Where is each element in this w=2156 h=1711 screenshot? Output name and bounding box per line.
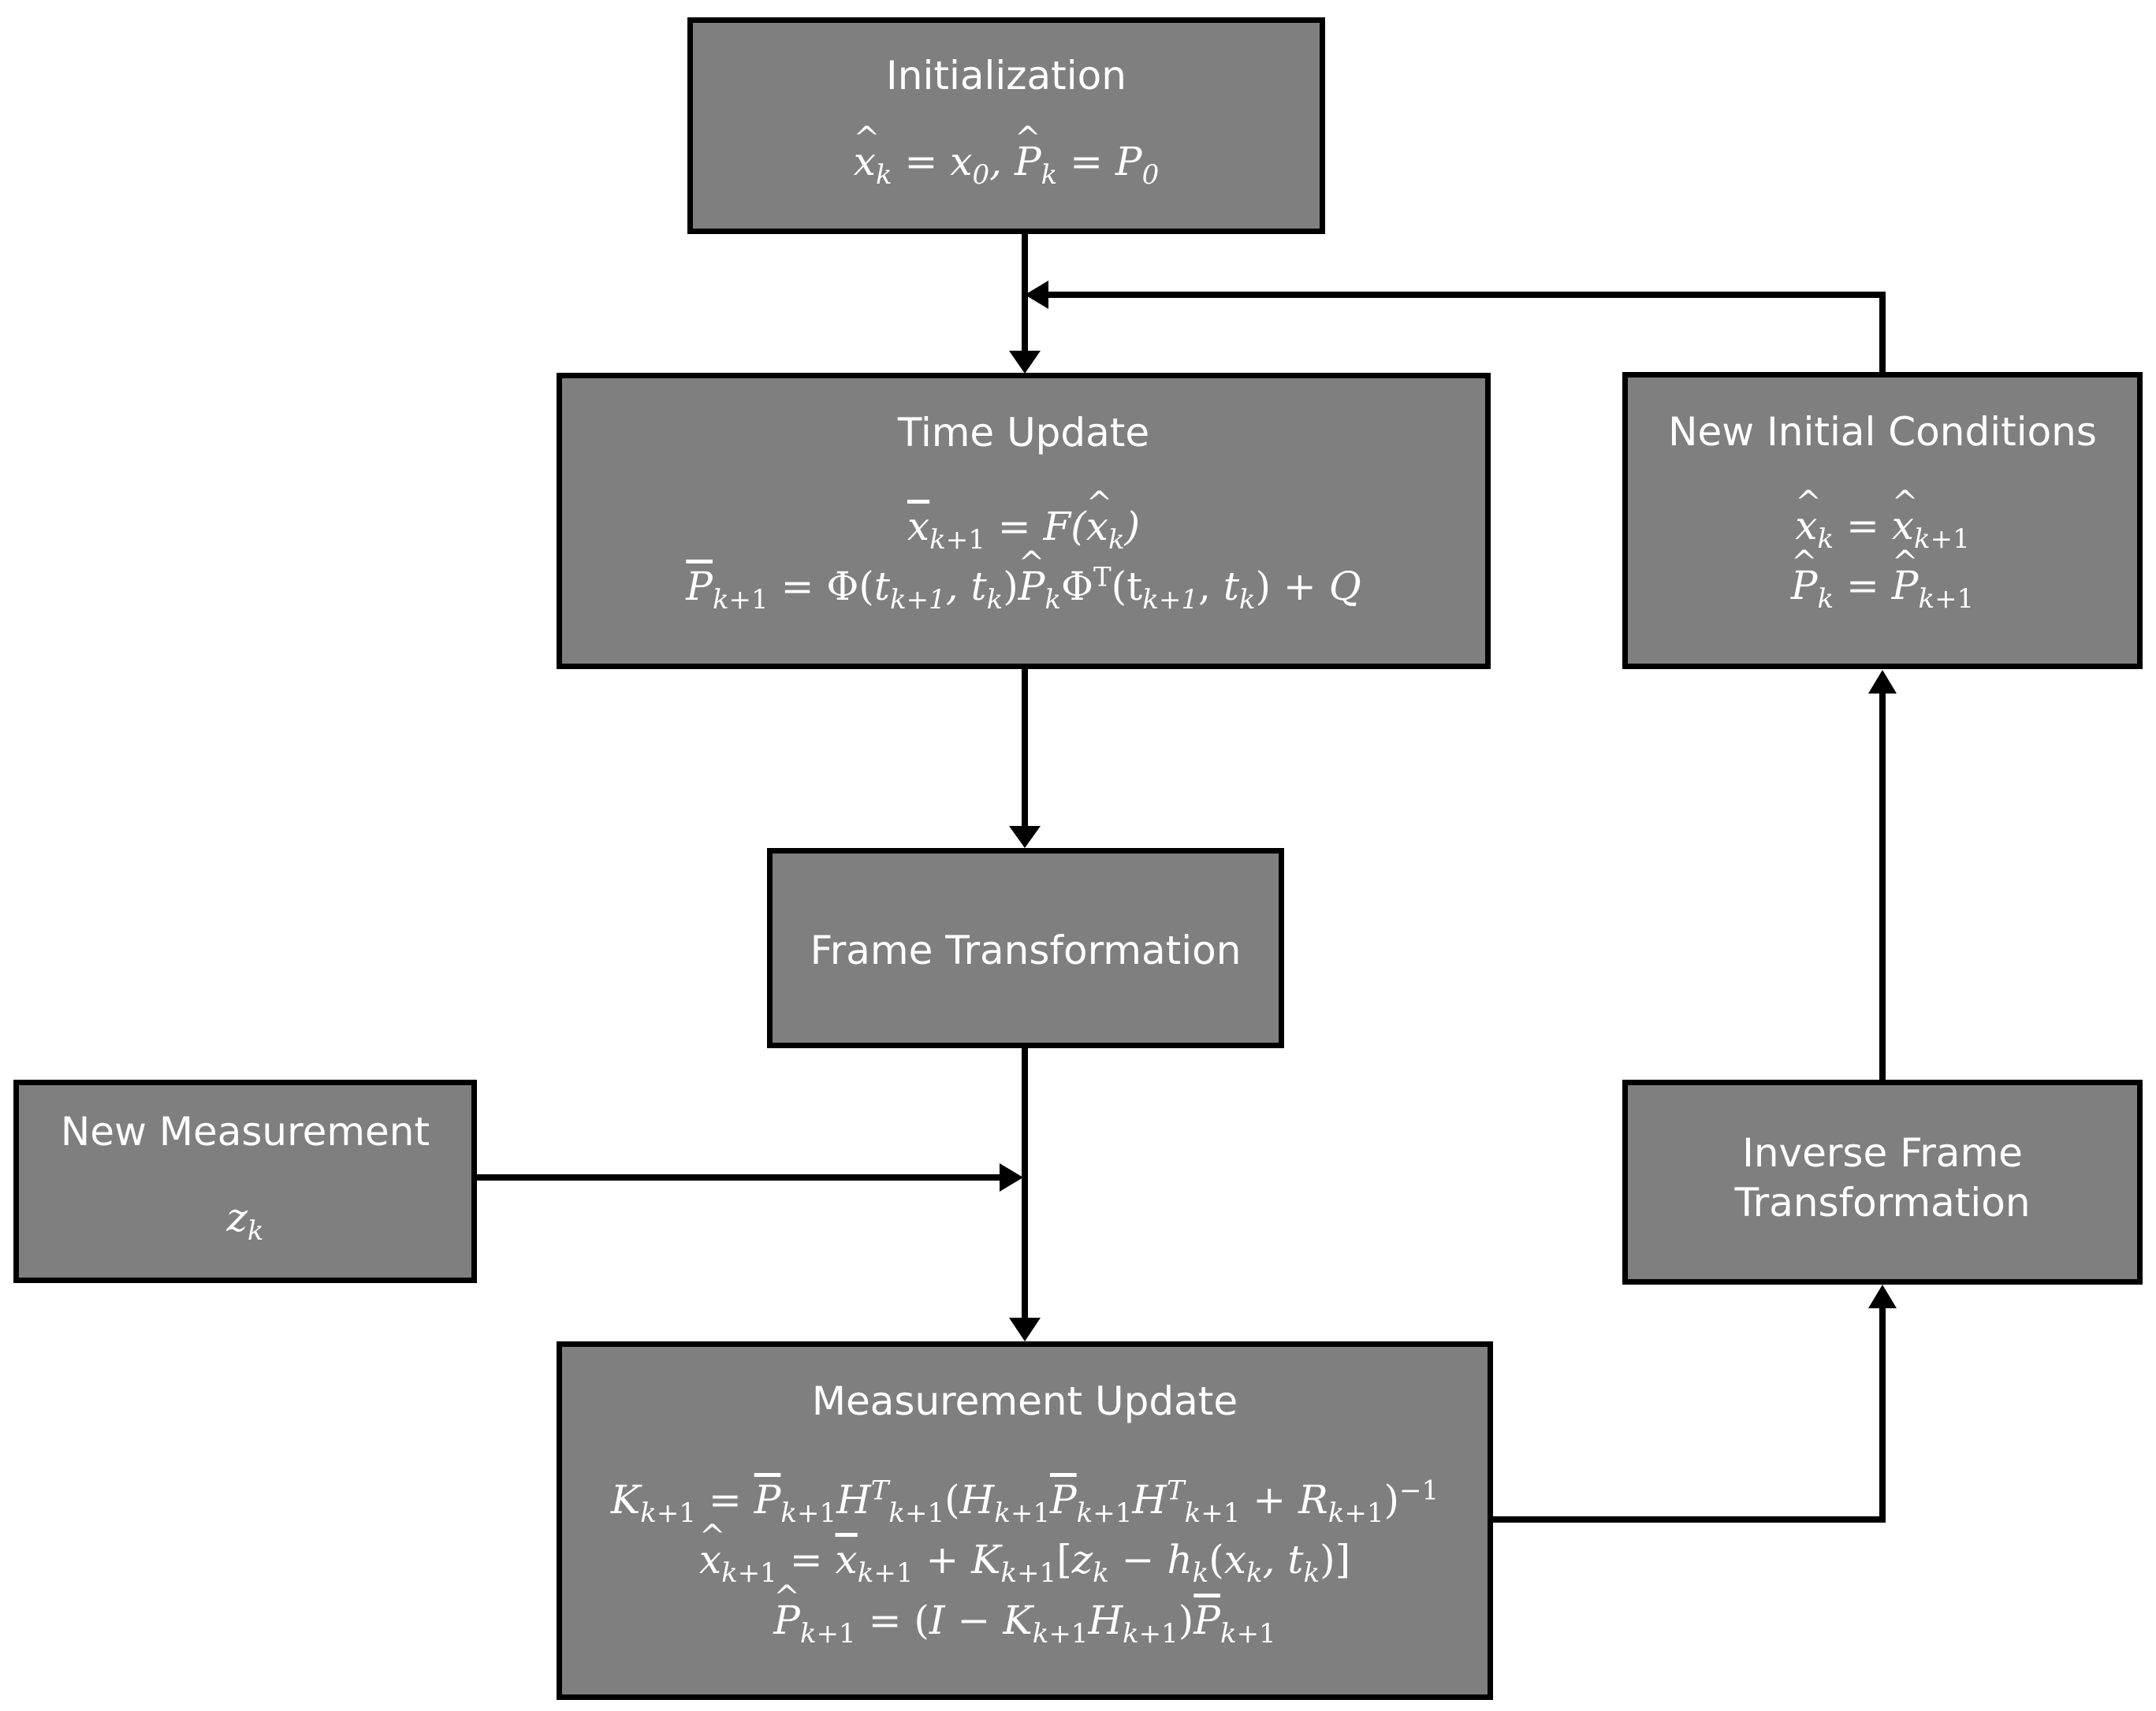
arrowhead-measurement [1009,1318,1041,1341]
new-initial-conditions-covariance: Pk = Pk+1 [1628,541,2137,619]
initialization-equation: xk = x0, Pk = P0 [693,117,1320,195]
inverse-frame-transformation-box: Inverse Frame Transformation [1622,1080,2143,1285]
arrow-measurement-to-inverse [1492,1308,1886,1523]
measurement-update-gain: Kk+1 = Pk+1HTk+1(Hk+1Pk+1HTk+1 + Rk+1)−1 [610,1474,1439,1529]
measurement-update-title: Measurement Update [811,1378,1238,1424]
arrowhead-loop [1025,281,1048,309]
new-measurement-box: New Measurement zk [13,1080,477,1283]
initialization-box: Initialization xk = x0, Pk = P0 [687,17,1325,234]
arrowhead-frame [1009,826,1041,848]
new-initial-conditions-box: New Initial Conditions xk = xk+1 Pk = Pk… [1622,372,2143,669]
arrowhead-inverse [1868,1285,1897,1308]
time-update-title: Time Update [897,410,1150,456]
arrowhead-new-ic [1868,670,1897,694]
time-update-equation-covariance: Pk+1 = Φ(tk+1, tk)PkΦT(tk+1, tk) + Q [562,541,1485,619]
frame-transformation-title: Frame Transformation [810,928,1242,973]
new-measurement-variable: zk [226,1194,264,1247]
arrowhead-time-update [1009,351,1041,374]
initialization-title: Initialization [886,53,1126,99]
new-measurement-title: New Measurement [60,1109,430,1155]
time-update-box: Time Update xk+1 = F(xk) Pk+1 = Φ(tk+1, … [557,373,1491,669]
measurement-update-covariance: Pk+1 = (I − Kk+1Hk+1)Pk+1 [562,1575,1488,1653]
arrowhead-junction [1000,1163,1023,1192]
inverse-frame-transformation-title: Inverse Frame Transformation [1734,1130,2031,1226]
new-initial-conditions-state: xk = xk+1 [1628,481,2137,559]
measurement-update-state: xk+1 = xk+1 + Kk+1[zk − hk(xk, tk)] [562,1515,1488,1593]
measurement-update-box: Measurement Update Kk+1 = Pk+1HTk+1(Hk+1… [557,1341,1493,1700]
new-initial-conditions-title: New Initial Conditions [1668,409,2097,455]
frame-transformation-box: Frame Transformation [767,848,1284,1048]
arrow-new-ic-to-loop [1048,292,1886,372]
